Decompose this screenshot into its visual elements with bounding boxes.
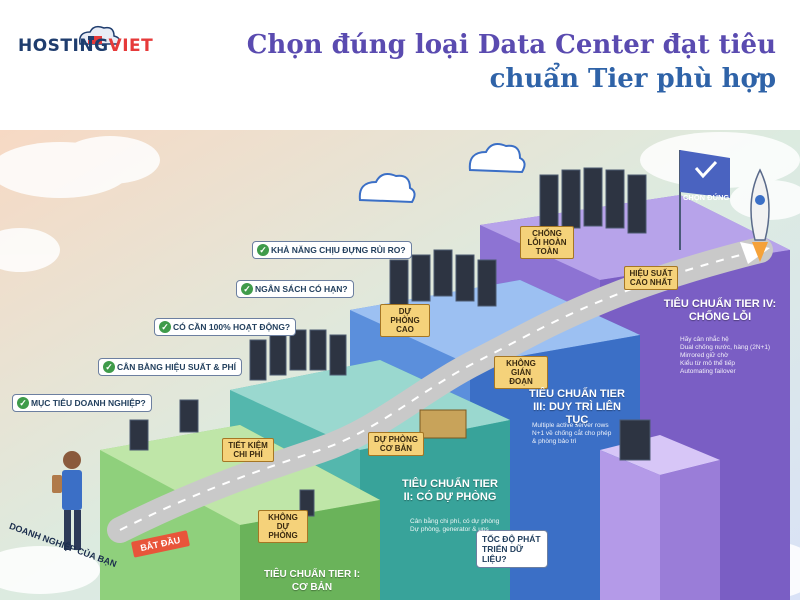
- question-risk-tolerance: ✓KHẢ NĂNG CHỊU ĐỰNG RỦI RO?: [252, 241, 412, 259]
- hostingviet-logo: [78, 25, 121, 45]
- sign-cost-saving: TIẾT KIỆM CHI PHÍ: [222, 438, 274, 462]
- question-data-growth: TỐC ĐỘ PHÁT TRIỂN DỮ LIỆU?: [476, 530, 548, 568]
- sign-fault-tolerant: CHỐNG LỖI HOÀN TOÀN: [520, 226, 574, 259]
- sign-high-redundancy: DỰ PHÒNG CAO: [380, 304, 430, 337]
- tier-illustration: [0, 130, 800, 600]
- brand-part2: VIET: [108, 36, 154, 56]
- question-balance: ✓CÂN BẰNG HIỆU SUẤT & PHÍ: [98, 358, 243, 376]
- check-icon: ✓: [159, 321, 171, 333]
- question-uptime: ✓CÓ CẦN 100% HOẠT ĐỘNG?: [154, 318, 297, 336]
- tier-1-label: TIÊU CHUẨN TIER I: CƠ BẢN: [263, 569, 361, 593]
- sign-no-redundancy: KHÔNG DỰ PHÒNG: [258, 510, 308, 543]
- tier-2-desc: Cân bằng chi phí, có dự phòng Dự phòng, …: [410, 518, 500, 533]
- check-icon: ✓: [257, 244, 269, 256]
- title-line1: Chọn đúng loại Data Center đạt tiêu: [246, 30, 776, 60]
- question-business-goal: ✓MỤC TIÊU DOANH NGHIỆP?: [12, 394, 152, 412]
- check-icon: ✓: [241, 283, 253, 295]
- brand-part1: HOSTING: [18, 36, 109, 56]
- question-budget: ✓NGÂN SÁCH CÓ HẠN?: [236, 280, 354, 298]
- tier-4-label: TIÊU CHUẨN TIER IV: CHỐNG LỖI: [663, 298, 777, 323]
- tier-2-label: TIÊU CHUẨN TIER II: CÓ DỰ PHÒNG: [402, 478, 498, 503]
- check-icon: ✓: [103, 361, 115, 373]
- page-title: Chọn đúng loại Data Center đạt tiêu chuẩ…: [236, 28, 776, 96]
- brand-name: HOSTINGVIET: [18, 36, 153, 56]
- sign-highest-performance: HIỆU SUẤT CAO NHẤT: [624, 266, 678, 290]
- sign-basic-redundancy: DỰ PHÒNG CƠ BẢN: [368, 432, 424, 456]
- sign-no-interruption: KHÔNG GIÁN ĐOẠN: [494, 356, 548, 389]
- tier-3-desc: Multiple active server rows N+1 về chống…: [532, 422, 612, 445]
- tier-4-desc: Hãy cân nhắc hệ Dual chống nước, hàng (2…: [680, 336, 771, 375]
- tier-3-label: TIÊU CHUẨN TIER III: DUY TRÌ LIÊN TỤC: [529, 388, 625, 426]
- title-line2: chuẩn Tier phù hợp: [489, 64, 776, 94]
- flag-label: CHỌN ĐÚNG: [683, 193, 730, 202]
- check-icon: ✓: [17, 397, 29, 409]
